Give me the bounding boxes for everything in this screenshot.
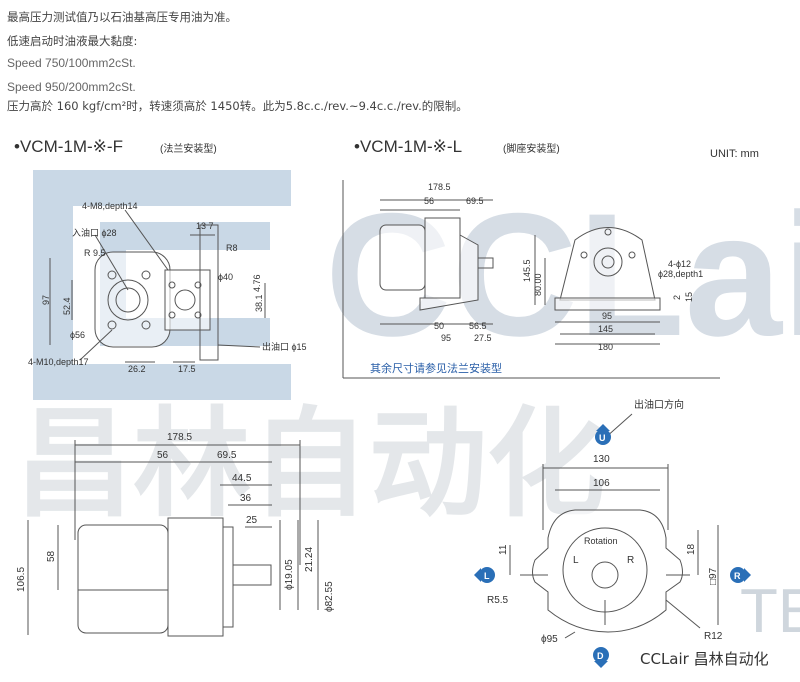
watermark-bar <box>33 170 73 400</box>
dim-label: 95 <box>602 311 612 321</box>
dim-label: 95 <box>441 333 451 343</box>
direction-marker-up: U <box>595 424 611 445</box>
dim-label: 36 <box>240 493 252 504</box>
dim-label: 17.5 <box>178 364 196 374</box>
rotation-label: Rotation <box>584 536 618 546</box>
flange-view-drawing <box>49 209 266 363</box>
dim-label: 69.5 <box>466 196 484 206</box>
dim-label: ϕ40 <box>218 272 233 282</box>
spec-line-4: Speed 950/200mm2cSt. <box>7 80 136 94</box>
foot-side-drawing <box>379 199 494 325</box>
spec-line-1: 最高压力测试值乃以石油基高压专用油为准。 <box>7 10 237 24</box>
dim-label: R12 <box>704 631 723 642</box>
dim-label: 4-M10,depth17 <box>28 357 89 367</box>
direction-marker-left: L <box>474 567 495 583</box>
flange-type-label: (法兰安装型) <box>160 142 217 155</box>
dim-label: 180 <box>598 342 613 352</box>
foot-model-title: •VCM-1M-※-L <box>354 137 462 156</box>
dim-label: R 9.5 <box>84 248 106 258</box>
dim-label: 130 <box>593 454 610 465</box>
dim-label: 69.5 <box>217 450 237 461</box>
dim-label: 178.5 <box>428 182 451 192</box>
dim-label: 出油口 ϕ15 <box>262 341 307 352</box>
dim-label: 97 <box>41 295 51 305</box>
dim-label: 15 <box>684 292 694 302</box>
dim-label: 50 <box>434 321 444 331</box>
marker-d-label: D <box>597 651 604 661</box>
dim-label: 80.00 <box>533 273 543 296</box>
dim-label: 27.5 <box>474 333 492 343</box>
front-view-drawing <box>509 464 719 639</box>
dim-label: 25 <box>246 515 258 526</box>
spec-line-3: Speed 750/100mm2cSt. <box>7 56 136 70</box>
dim-label: 11 <box>498 544 509 555</box>
direction-marker-right: R <box>730 567 751 583</box>
dim-label: 2 <box>672 295 682 300</box>
watermark-chinese: 昌林自动化 <box>15 399 605 531</box>
dim-label: 26.2 <box>128 364 146 374</box>
dim-label: 52.4 <box>62 297 72 315</box>
flange-model-title: •VCM-1M-※-F <box>14 137 123 156</box>
rotation-left-label: L <box>573 555 579 566</box>
dim-label: R5.5 <box>487 595 509 606</box>
watermark-ghost-text: TE <box>740 577 800 646</box>
dim-label: R8 <box>226 243 238 253</box>
dim-label: ϕ56 <box>70 330 85 340</box>
dim-label: 56 <box>157 450 169 461</box>
dim-label: 178.5 <box>167 432 192 443</box>
marker-u-label: U <box>599 433 606 443</box>
dim-label: 56.5 <box>469 321 487 331</box>
dim-label: 13 7 <box>196 221 214 231</box>
dim-label: 56 <box>424 196 434 206</box>
watermark-bar <box>100 222 270 250</box>
rotation-right-label: R <box>627 555 634 566</box>
dim-label: 58 <box>46 550 57 562</box>
foot-dimensions: 178.5 56 69.5 145.5 80.00 50 56.5 95 27.… <box>424 182 703 352</box>
dim-label: 106.5 <box>16 567 27 592</box>
dim-label: 4-M8,depth14 <box>82 201 138 211</box>
dim-label: 106 <box>593 478 610 489</box>
dim-label: 145 <box>598 324 613 334</box>
watermark-bar <box>73 170 291 206</box>
watermark-bar <box>73 364 291 400</box>
foot-note: 其余尺寸请参见法兰安装型 <box>370 361 502 375</box>
spec-line-5: 压力高於 160 kgf/cm²时，转速须高於 1450转。此为5.8c.c./… <box>7 99 468 113</box>
dim-label: 44.5 <box>232 473 252 484</box>
spec-line-2: 低速启动时油液最大黏度: <box>7 34 138 48</box>
dim-label: ϕ95 <box>541 634 558 645</box>
dim-label: ϕ82.55 <box>324 581 335 612</box>
front-dimensions: 130 106 11 18 □97 Rotation L R R5.5 ϕ95 … <box>487 454 723 645</box>
side-view-drawing <box>27 440 319 637</box>
dim-label: 入油口 ϕ28 <box>72 227 117 238</box>
marker-l-label: L <box>484 571 490 581</box>
dim-label: ϕ28,depth1 <box>658 269 703 279</box>
foot-front-drawing <box>534 227 661 345</box>
dim-label: □97 <box>708 567 719 585</box>
marker-r-label: R <box>734 571 741 581</box>
dim-label: 18 <box>686 543 697 555</box>
side-dimensions: 178.5 56 69.5 44.5 36 25 106.5 58 ϕ19.05… <box>16 432 335 612</box>
brand-caption: CCLair 昌林自动化 <box>640 650 769 668</box>
foot-type-label: (脚座安装型) <box>503 142 560 155</box>
dim-label: ϕ19.05 <box>284 559 295 590</box>
flange-dimensions: 4-M8,depth14 入油口 ϕ28 R 9.5 13 7 R8 ϕ40 4… <box>28 201 307 374</box>
dim-label: 21.24 <box>304 547 315 572</box>
dim-label: 38.1 <box>254 294 264 312</box>
unit-label: UNIT: mm <box>710 148 759 160</box>
outlet-direction-label: 出油口方向 <box>634 398 684 411</box>
direction-marker-down: D <box>593 647 609 668</box>
dim-label: 145.5 <box>522 259 532 282</box>
dim-label: 4.76 <box>252 274 262 292</box>
dim-label: 4-ϕ12 <box>668 259 691 269</box>
